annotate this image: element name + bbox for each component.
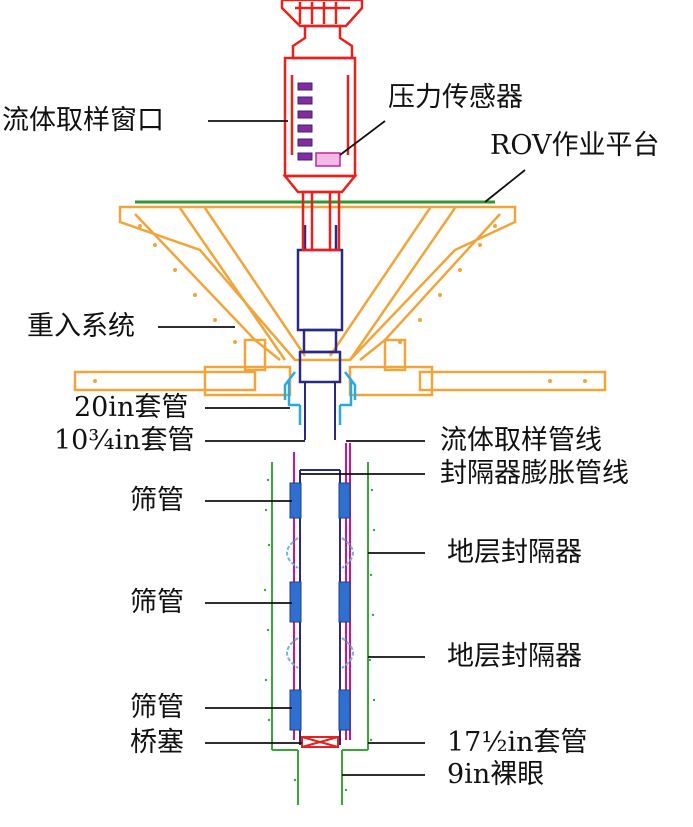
- formation-packers: [286, 537, 354, 669]
- label-formation-packer-2: 地层封隔器: [447, 641, 582, 672]
- label-casing-17-1-2in: 17½in套管: [447, 727, 588, 758]
- label-casing-20in: 20in套管: [74, 392, 189, 423]
- fluid-sampler-tool: [280, 0, 364, 252]
- label-formation-packer-1: 地层封隔器: [447, 537, 582, 568]
- label-fluid-sampling-window: 流体取样窗口: [2, 105, 164, 136]
- label-open-hole-9in: 9in裸眼: [447, 759, 545, 790]
- label-screen-2: 筛管: [130, 587, 184, 618]
- leader-lines: [158, 120, 526, 776]
- label-fluid-sampling-line: 流体取样管线: [440, 425, 602, 456]
- screen-joints: [289, 482, 351, 731]
- label-bridge-plug: 桥塞: [130, 727, 184, 758]
- label-casing-10-3-4in: 10¾in套管: [54, 425, 195, 456]
- label-pressure-sensor: 压力传感器: [388, 82, 523, 113]
- inner-casing: [299, 469, 341, 745]
- reentry-bolt-holes: [93, 224, 587, 383]
- sampling-window-ports: [297, 82, 313, 161]
- wellhead-hanger: [283, 371, 357, 425]
- label-reentry-system: 重入系统: [27, 311, 135, 342]
- label-rov-platform: ROV作业平台: [490, 130, 660, 161]
- pressure-sensor-block: [315, 152, 341, 167]
- label-packer-inflation-line: 封隔器膨胀管线: [440, 458, 629, 489]
- borehole-wall: [271, 462, 369, 805]
- label-screen-1: 筛管: [130, 485, 184, 516]
- borehole-texture: [263, 478, 376, 792]
- casing-10-3-4in-stub: [304, 382, 336, 440]
- label-screen-3: 筛管: [130, 692, 184, 723]
- bridge-plug: [301, 736, 339, 748]
- running-string: [296, 225, 344, 384]
